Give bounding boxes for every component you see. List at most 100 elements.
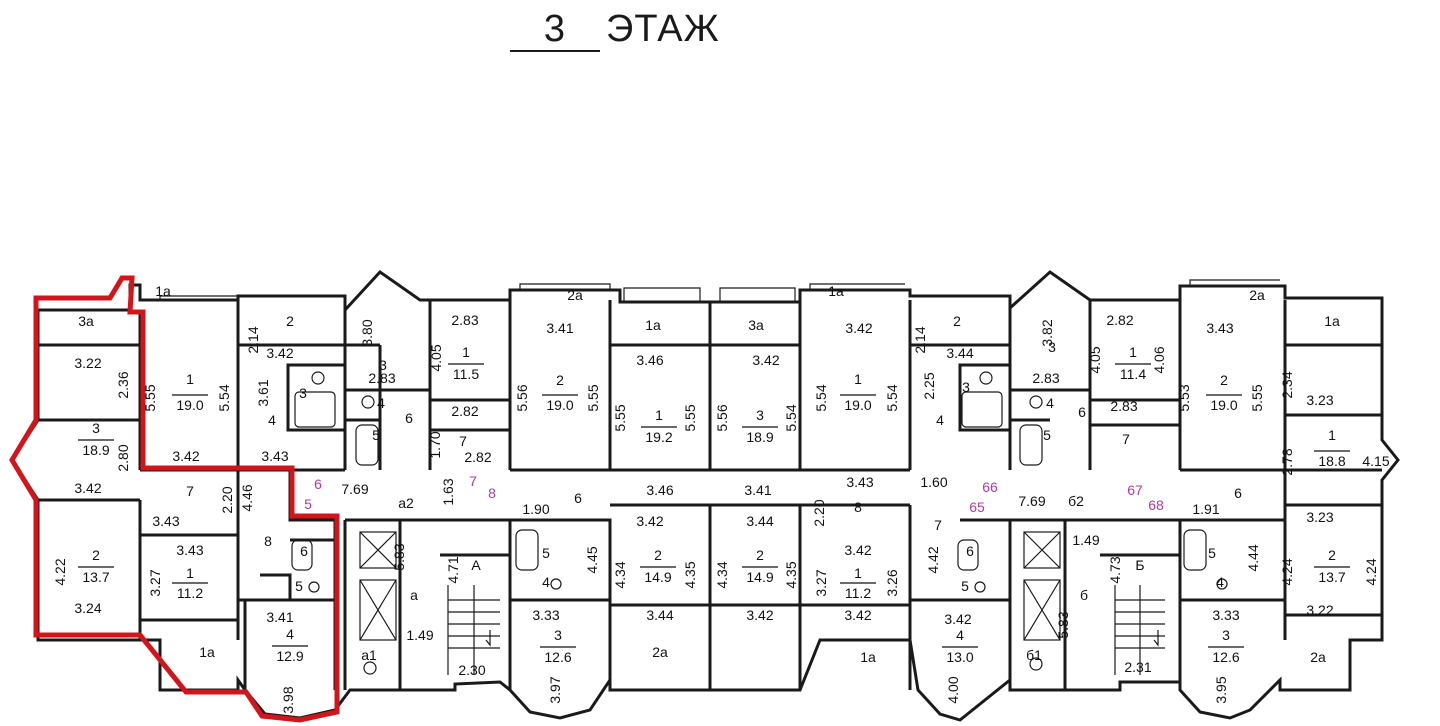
plan-label-n1g: 1 bbox=[186, 565, 194, 581]
plan-label-d220b: 2.20 bbox=[811, 499, 827, 526]
plan-label-d333a: 3.33 bbox=[532, 607, 559, 623]
plan-label-b1: б1 bbox=[1026, 647, 1042, 663]
plan-label-n6a: 6 bbox=[405, 410, 413, 426]
plan-label-d149b: 1.49 bbox=[1072, 532, 1099, 548]
plan-label-d424b: 4.24 bbox=[1363, 558, 1379, 585]
plan-label-d382: 3.82 bbox=[1039, 319, 1055, 346]
plan-label-d149a: 1.49 bbox=[406, 627, 433, 643]
plan-label-p5: 5 bbox=[304, 496, 312, 512]
plan-label-a114: 11.4 bbox=[1120, 366, 1146, 382]
plan-label-n8b: 8 bbox=[854, 499, 862, 515]
plan-label-d342a: 3.42 bbox=[266, 345, 293, 361]
plan-label-d583b: 5.83 bbox=[1055, 611, 1071, 638]
plan-label-n3e: 3 bbox=[1048, 339, 1056, 355]
plan-label-n4d: 4 bbox=[1046, 395, 1054, 411]
plan-label-a126a: 12.6 bbox=[544, 649, 571, 665]
plan-label-A: А bbox=[471, 557, 481, 573]
plan-label-d554c: 5.54 bbox=[813, 384, 829, 411]
plan-label-n1e: 1 bbox=[1129, 344, 1137, 360]
plan-label-n5a: 5 bbox=[372, 427, 380, 443]
plan-label-d283d: 2.83 bbox=[1110, 398, 1137, 414]
plan-label-Bb: Б bbox=[1135, 557, 1144, 573]
plan-label-d342d: 3.42 bbox=[172, 448, 199, 464]
plan-label-d397: 3.97 bbox=[547, 676, 563, 703]
plan-label-n2d: 2 bbox=[756, 547, 764, 563]
plan-label-d214a: 2.14 bbox=[245, 326, 261, 353]
plan-label-d231: 2.31 bbox=[1124, 659, 1151, 675]
plan-label-d769b: 7.69 bbox=[1018, 493, 1045, 509]
plan-label-n5b: 5 bbox=[1043, 427, 1051, 443]
plan-label-d583a: 5.83 bbox=[391, 543, 407, 570]
plan-label-a149b: 14.9 bbox=[746, 569, 773, 585]
plan-label-r1a-g: 1а bbox=[860, 649, 876, 665]
plan-label-a2: а2 bbox=[398, 495, 414, 511]
plan-label-a112b: 11.2 bbox=[845, 585, 871, 601]
plan-label-r2-l: 2 bbox=[286, 313, 294, 329]
plan-label-a-l: а bbox=[410, 587, 418, 603]
plan-label-d343b: 3.43 bbox=[261, 448, 288, 464]
plan-label-d341c: 3.41 bbox=[266, 609, 293, 625]
plan-label-d405b: 4.05 bbox=[1087, 346, 1103, 373]
plan-label-a1: а1 bbox=[361, 647, 377, 663]
plan-label-a129: 12.9 bbox=[276, 648, 303, 664]
plan-label-d361: 3.61 bbox=[255, 379, 271, 406]
plan-label-d170: 1.70 bbox=[427, 431, 443, 458]
plan-label-n3h: 3 bbox=[1222, 627, 1230, 643]
plan-label-d341b: 3.41 bbox=[744, 482, 771, 498]
plan-label-n3c: 3 bbox=[756, 407, 764, 423]
plan-label-r1a-e: 1а bbox=[1324, 313, 1340, 329]
plan-label-n7a: 7 bbox=[459, 433, 467, 449]
plan-label-p65: 65 bbox=[969, 499, 985, 515]
plan-label-d343d: 3.43 bbox=[846, 474, 873, 490]
floor-word: ЭТАЖ bbox=[606, 8, 720, 50]
plan-label-n4f: 4 bbox=[1216, 574, 1224, 590]
plan-label-d556a: 5.56 bbox=[514, 384, 530, 411]
plan-label-n3g: 3 bbox=[554, 627, 562, 643]
plan-label-n6c: 6 bbox=[574, 490, 582, 506]
plan-label-r1a-f: 1а bbox=[199, 644, 215, 660]
plan-label-d346a: 3.46 bbox=[636, 352, 663, 368]
plan-label-d554d: 5.54 bbox=[884, 384, 900, 411]
plan-label-d424a: 4.24 bbox=[1279, 558, 1295, 585]
plan-label-d341a: 3.41 bbox=[546, 320, 573, 336]
plan-label-d406: 4.06 bbox=[1151, 346, 1167, 373]
plan-label-r1a-top-l: 1а bbox=[155, 283, 171, 299]
plan-label-p66: 66 bbox=[982, 479, 998, 495]
floor-number: 3 bbox=[510, 8, 600, 52]
plan-label-a130: 13.0 bbox=[946, 649, 973, 665]
plan-label-n2c: 2 bbox=[654, 547, 662, 563]
plan-label-r2a-b: 2а bbox=[1249, 287, 1265, 303]
plan-label-d324: 3.24 bbox=[74, 600, 101, 616]
plan-label-d344c: 3.44 bbox=[646, 607, 673, 623]
plan-label-d225: 2.25 bbox=[921, 372, 937, 399]
plan-label-n5d: 5 bbox=[542, 545, 550, 561]
plan-label-a112a: 11.2 bbox=[177, 585, 203, 601]
plan-label-n2a: 2 bbox=[556, 372, 564, 388]
plan-label-d446: 4.46 bbox=[239, 484, 255, 511]
plan-label-d343a: 3.43 bbox=[1206, 320, 1233, 336]
plan-label-d398: 3.98 bbox=[280, 686, 296, 713]
plan-label-r1a-d: 1а bbox=[828, 283, 844, 299]
plan-label-d342b: 3.42 bbox=[752, 352, 779, 368]
plan-label-d323a: 3.23 bbox=[1306, 392, 1333, 408]
plan-label-a190b: 19.0 bbox=[546, 397, 573, 413]
plan-label-d342f: 3.42 bbox=[636, 513, 663, 529]
plan-label-d554a: 5.54 bbox=[216, 384, 232, 411]
plan-label-d346b: 3.46 bbox=[646, 482, 673, 498]
plan-label-n6e: 6 bbox=[300, 543, 308, 559]
plan-label-n2e: 2 bbox=[1328, 547, 1336, 563]
plan-label-d555a: 5.55 bbox=[142, 384, 158, 411]
plan-label-n1f: 1 bbox=[1328, 427, 1336, 443]
plan-label-p67: 67 bbox=[1127, 482, 1143, 498]
plan-label-r3a-c: 3а bbox=[748, 317, 764, 333]
plan-label-b2: б2 bbox=[1068, 493, 1084, 509]
plan-label-d473: 4.73 bbox=[1107, 556, 1123, 583]
plan-label-d343e: 3.43 bbox=[176, 542, 203, 558]
plan-label-d278: 2.78 bbox=[1279, 448, 1295, 475]
plan-label-d434b: 4.34 bbox=[714, 561, 730, 588]
plan-label-n1b: 1 bbox=[462, 344, 470, 360]
plan-label-d283a: 2.83 bbox=[368, 370, 395, 386]
plan-label-d471: 4.71 bbox=[445, 556, 461, 583]
